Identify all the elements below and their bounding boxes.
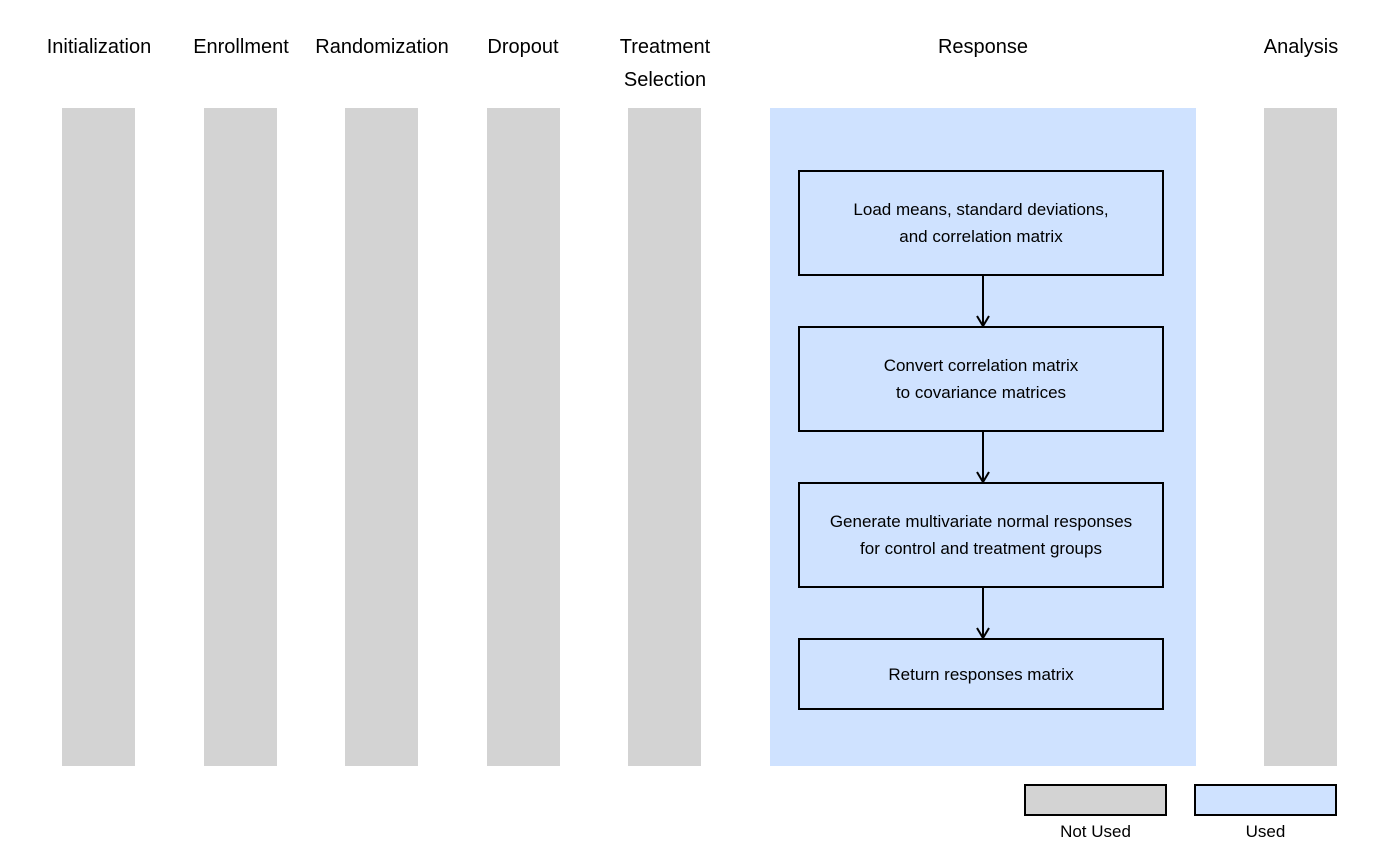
- column-bar-randomization: [345, 108, 418, 766]
- column-header-treatment-selection: Treatment Selection: [619, 36, 711, 91]
- legend-swatch-used: [1194, 784, 1337, 816]
- column-bar-enrollment: [204, 108, 277, 766]
- flow-step-generate-responses: Generate multivariate normal responses f…: [798, 482, 1164, 588]
- legend-label-used: Used: [1245, 822, 1286, 841]
- column-header-analysis: Analysis: [1263, 36, 1339, 58]
- column-header-response: Response: [937, 36, 1029, 58]
- column-bar-treatment-selection: [628, 108, 701, 766]
- legend-swatch-not-used: [1024, 784, 1167, 816]
- column-bar-initialization: [62, 108, 135, 766]
- column-bar-analysis: [1264, 108, 1337, 766]
- column-header-randomization: Randomization: [315, 36, 449, 58]
- flow-step-convert-correlation: Convert correlation matrix to covariance…: [798, 326, 1164, 432]
- column-header-initialization: Initialization: [46, 36, 152, 58]
- column-header-enrollment: Enrollment: [193, 36, 289, 58]
- flow-step-load-inputs: Load means, standard deviations, and cor…: [798, 170, 1164, 276]
- column-header-dropout: Dropout: [487, 36, 559, 58]
- legend-label-not-used: Not Used: [1060, 822, 1131, 841]
- column-bar-dropout: [487, 108, 560, 766]
- flow-step-return-matrix: Return responses matrix: [798, 638, 1164, 710]
